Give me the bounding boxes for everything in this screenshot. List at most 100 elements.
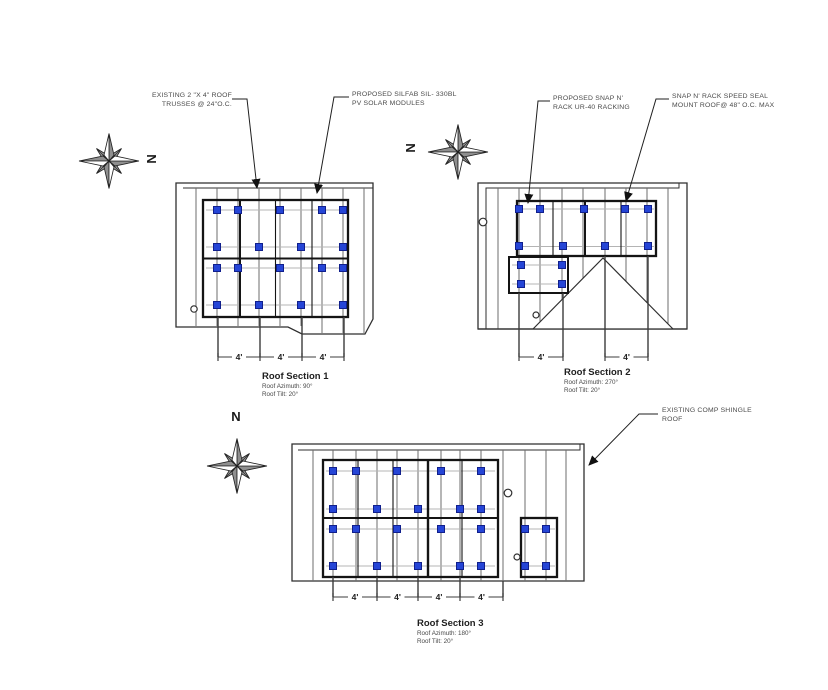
- pv-mount-point: [352, 525, 360, 533]
- dimension-label: 4': [352, 592, 359, 602]
- pv-mount-point: [318, 206, 326, 214]
- dimension-label: 4': [278, 352, 285, 362]
- dimension-label: 4': [538, 352, 545, 362]
- pv-mount-points: [213, 205, 652, 570]
- compass-north-label-3: N: [231, 409, 241, 424]
- pv-mount-point: [644, 205, 652, 213]
- pv-mount-point: [477, 505, 485, 513]
- pv-mount-point: [559, 242, 567, 250]
- pv-mount-point: [255, 301, 263, 309]
- compass-rose-2: [427, 124, 489, 180]
- callout-speed-seal: SNAP N' RACK SPEED SEAL MOUNT ROOF@ 48" …: [672, 93, 804, 110]
- pv-mount-point: [339, 264, 347, 272]
- section-title: Roof Section 3: [417, 618, 484, 629]
- section-title: Roof Section 2: [564, 367, 631, 378]
- roof-section-1-title-block: Roof Section 1 Roof Azimuth: 90° Roof Ti…: [262, 371, 329, 399]
- dimension-label: 4': [394, 592, 401, 602]
- dimension-label-bg: [534, 352, 548, 362]
- dimension-label: 4': [623, 352, 630, 362]
- section-azimuth: Roof Azimuth: 90°: [262, 383, 313, 390]
- pv-mount-point: [234, 206, 242, 214]
- pv-mount-point: [213, 206, 221, 214]
- pv-mount-point: [339, 206, 347, 214]
- pv-mount-point: [558, 261, 566, 269]
- pv-mount-point: [352, 467, 360, 475]
- pv-mount-point: [234, 264, 242, 272]
- pv-mount-point: [276, 264, 284, 272]
- dimension-label-bg: [274, 352, 288, 362]
- pv-mount-point: [558, 280, 566, 288]
- callout-line: PROPOSED SNAP N': [553, 95, 624, 102]
- roof-section-2-title-block: Roof Section 2 Roof Azimuth: 270° Roof T…: [564, 367, 631, 395]
- pv-mount-point: [437, 525, 445, 533]
- dimension-label-bg: [619, 352, 634, 362]
- callout-existing-trusses: EXISTING 2 "X 4" ROOF TRUSSES @ 24"O.C.: [118, 92, 232, 109]
- dimension-label: 4': [236, 352, 243, 362]
- roof-vent-circles: [190, 217, 540, 561]
- pv-mount-point: [536, 205, 544, 213]
- pv-mount-point: [255, 243, 263, 251]
- pv-mount-point: [515, 242, 523, 250]
- pv-mount-point: [213, 264, 221, 272]
- dimension-label-bg: [316, 352, 330, 362]
- pv-mount-point: [213, 301, 221, 309]
- callout-line: EXISTING 2 "X 4" ROOF: [151, 92, 232, 99]
- solar-array-section-1: [201, 198, 350, 319]
- pv-mount-point: [393, 467, 401, 475]
- section-tilt: Roof Tilt: 20°: [564, 387, 601, 395]
- callout-comp-shingle: EXISTING COMP SHINGLE ROOF: [662, 407, 772, 424]
- pv-mount-point: [521, 562, 529, 570]
- pv-mount-point: [414, 562, 422, 570]
- pv-mount-point: [644, 242, 652, 250]
- pv-mount-point: [477, 562, 485, 570]
- pv-mount-point: [329, 467, 337, 475]
- pv-mount-point: [580, 205, 588, 213]
- pv-mount-point: [517, 280, 525, 288]
- compass-roses: [78, 124, 489, 494]
- pv-mount-point: [213, 243, 221, 251]
- pv-mount-point: [477, 467, 485, 475]
- pv-mount-point: [373, 562, 381, 570]
- dimension-label: 4': [436, 592, 443, 602]
- callout-line: PROPOSED SILFAB SIL- 330BL: [352, 91, 457, 98]
- roof-section-3-outline: [291, 443, 585, 582]
- pv-mount-point: [393, 525, 401, 533]
- pv-mount-point: [515, 205, 523, 213]
- compass-north-label-2: N: [403, 143, 418, 153]
- pv-mount-point: [517, 261, 525, 269]
- callout-line: SNAP N' RACK SPEED SEAL: [672, 93, 769, 100]
- pv-mount-point: [542, 525, 550, 533]
- pv-mount-point: [456, 562, 464, 570]
- dimension-label-bg: [474, 592, 489, 602]
- pv-mount-point: [414, 505, 422, 513]
- solar-array-section-3: [321, 458, 559, 579]
- pv-mount-point: [601, 242, 609, 250]
- callout-line: PV SOLAR MODULES: [352, 99, 425, 107]
- pv-mount-point: [456, 505, 464, 513]
- pv-mount-point: [297, 243, 305, 251]
- dimension-label-bg: [232, 352, 246, 362]
- dimension-label: 4': [320, 352, 327, 362]
- section-azimuth: Roof Azimuth: 270°: [564, 379, 618, 386]
- dimension-lines: 4' 4' 4' 4' 4' 4' 4' 4' 4': [217, 352, 649, 602]
- section-title: Roof Section 1: [262, 371, 329, 382]
- pv-mount-point: [621, 205, 629, 213]
- section-tilt: Roof Tilt: 20°: [262, 391, 299, 399]
- section-tilt: Roof Tilt: 20°: [417, 638, 454, 646]
- dimension-label-bg: [432, 592, 446, 602]
- compass-rose-1: [78, 133, 140, 189]
- roof-section-3-title-block: Roof Section 3 Roof Azimuth: 180° Roof T…: [417, 618, 484, 646]
- pv-mount-point: [437, 467, 445, 475]
- callout-line: RACK UR-40 RACKING: [553, 103, 630, 111]
- pv-mount-point: [339, 301, 347, 309]
- pv-mount-point: [276, 206, 284, 214]
- dimension-label: 4': [478, 592, 485, 602]
- pv-mount-point: [477, 525, 485, 533]
- pv-mount-point: [329, 562, 337, 570]
- dimension-label-bg: [348, 592, 362, 602]
- dimension-label-bg: [390, 592, 405, 602]
- callout-line: ROOF: [662, 415, 683, 423]
- pv-mount-point: [318, 264, 326, 272]
